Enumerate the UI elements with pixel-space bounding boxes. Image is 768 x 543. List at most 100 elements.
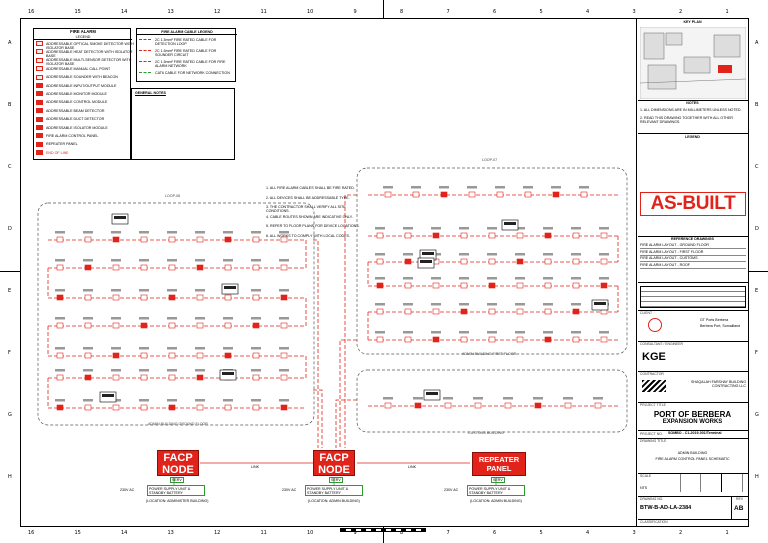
call-point-icon: [543, 331, 553, 343]
notes-title: NOTES: [686, 101, 699, 105]
tb-divider-contractor: [638, 371, 748, 372]
legend-text: ADDRESSABLE MULTI-SENSOR DETECTOR WITH I…: [46, 58, 132, 67]
consultant-label: CONSULTANT / ENGINEER: [640, 342, 683, 346]
call-point-icon: [251, 317, 261, 329]
heat-detector-icon: [55, 369, 65, 381]
call-point-icon: [83, 369, 93, 381]
fire-alarm-legend: FIRE ALARM LEGEND ADDRESSABLE OPTICAL SM…: [33, 28, 134, 160]
heat-detector-icon: [571, 277, 581, 289]
tb-note-1: 1. ALL DIMENSIONS ARE IN MILLIMETERS UNL…: [640, 108, 742, 112]
psu-box-3: POWER SUPPLY UNIT & STANDBY BATTERY: [467, 485, 525, 496]
legend-text: ADDRESSABLE SOUNDER WITH BEACON: [46, 75, 118, 80]
cable-legend-text: 2C 1.5mm² FIRE RATED CABLE FOR DETECTION…: [155, 37, 217, 46]
general-notes: GENERAL NOTES 1. ALL FIRE ALARM CABLES S…: [131, 88, 360, 238]
cable-legend-row: CAT6 CABLE FOR NETWORK CONNECTION: [139, 70, 239, 77]
smoke-detector-icon: [593, 397, 603, 409]
smoke-detector-icon: [571, 253, 581, 265]
location-3: (LOCATION: ADMIN BUILDING): [470, 499, 522, 503]
call-point-icon: [111, 347, 121, 359]
smoke-detector-icon: [383, 186, 393, 198]
psu-box-1: POWER SUPPLY UNIT & STANDBY BATTERY: [147, 485, 205, 496]
reference-drawing-row: FIRE ALARM LAYOUT - FIRST FLOOR: [640, 250, 746, 256]
sounder-icon: [563, 397, 573, 409]
grid-col-label: 6: [493, 530, 497, 536]
grid-col-label: 8: [400, 9, 404, 15]
smoke-detector-icon: [403, 303, 413, 315]
call-point-icon: [599, 277, 609, 289]
call-point-icon: [487, 277, 497, 289]
smoke-detector-icon: [167, 347, 177, 359]
tb-divider-project: [638, 402, 748, 403]
tb-divider-legend: [638, 133, 748, 134]
grid-col-label: 12: [214, 530, 221, 536]
facp-node-1-line1: FACP: [163, 452, 193, 464]
grid-col-label: 12: [214, 9, 221, 15]
tb-divider-ref: [638, 236, 748, 237]
heat-detector-icon: [279, 259, 289, 271]
call-point-icon: [167, 289, 177, 301]
call-point-icon: [279, 399, 289, 411]
tb-divider-scale: [638, 473, 748, 474]
smoke-detector-icon: [139, 259, 149, 271]
link-label-2: LINK: [408, 465, 416, 469]
legend-symbol-icon: [36, 91, 43, 97]
grid-col-label: 10: [307, 9, 314, 15]
facp-node-2-line1: FACP: [319, 452, 349, 464]
rev-value: AB: [734, 505, 744, 512]
cable-legend-row: 2C 1.5mm² FIRE RATED CABLE FOR FIRE ALAR…: [139, 59, 239, 68]
heat-detector-icon: [167, 259, 177, 271]
sounder-icon: [279, 317, 289, 329]
grid-row-label: A: [755, 40, 759, 46]
legend-text: ADDRESSABLE DUCT DETECTOR: [46, 117, 105, 122]
grid-col-label: 9: [353, 9, 357, 15]
heat-detector-icon: [599, 253, 609, 265]
reference-drawing-row: FIRE ALARM LAYOUT - ROOF: [640, 263, 746, 269]
heat-detector-icon: [523, 186, 533, 198]
control-module-icon: [501, 219, 519, 231]
cable-legend-text: 2C 1.5mm² FIRE RATED CABLE FOR SOUNDER C…: [155, 48, 217, 57]
key-plan-map: [640, 27, 746, 99]
sounder-icon: [167, 317, 177, 329]
legend-row: ADDRESSABLE OPTICAL SMOKE DETECTOR WITH …: [36, 41, 136, 50]
general-notes-title: GENERAL NOTES: [135, 91, 166, 95]
location-1: (LOCATION: ADMINISTER BUILDING): [146, 499, 209, 503]
smoke-detector-icon: [487, 227, 497, 239]
sounder-icon: [83, 289, 93, 301]
heat-detector-icon: [543, 303, 553, 315]
contractor-label: CONTRACTOR: [640, 372, 664, 376]
client-label: CLIENT: [640, 311, 653, 315]
smoke-detector-icon: [139, 369, 149, 381]
smoke-detector-icon: [599, 227, 609, 239]
grid-col-label: 2: [679, 530, 683, 536]
heat-detector-icon: [383, 397, 393, 409]
grid-col-label: 13: [167, 9, 174, 15]
cable-line-icon: [139, 50, 151, 51]
client-name: GT Ports Berbera: [700, 318, 729, 322]
consultant-logo: KGE: [642, 351, 666, 363]
customs-enclosure: [356, 369, 628, 433]
outer-border: [20, 18, 749, 527]
heat-detector-icon: [139, 399, 149, 411]
tb-divider-consultant: [638, 341, 748, 342]
loop-08-caption: ADMIN BUILDING GROUND FLOOR: [148, 422, 208, 426]
grid-row-label: A: [8, 40, 12, 46]
sounder-icon: [571, 331, 581, 343]
repeater-line1: REPEATER: [478, 455, 520, 464]
control-module-icon: [219, 369, 237, 381]
heat-detector-icon: [55, 259, 65, 271]
smoke-detector-icon: [375, 331, 385, 343]
control-module-icon: [111, 213, 129, 225]
grid-row-label: G: [755, 412, 759, 418]
tb-divider-project-no: [638, 430, 748, 431]
smoke-detector-icon: [375, 227, 385, 239]
cable-legend-text: CAT6 CABLE FOR NETWORK CONNECTION: [155, 70, 230, 75]
legend-row: ADDRESSABLE HEAT DETECTOR WITH ISOLATOR …: [36, 49, 136, 58]
cable-legend-row: 2C 1.5mm² FIRE RATED CABLE FOR DETECTION…: [139, 37, 239, 46]
panel-tag-3: SERV: [491, 477, 505, 484]
tb-legend-title: LEGEND: [685, 135, 700, 139]
rev-divider: [731, 496, 732, 520]
grid-col-label: 7: [446, 9, 450, 15]
legend-row: ADDRESSABLE SOUNDER WITH BEACON: [36, 74, 136, 82]
center-mark-bottom: [383, 527, 384, 543]
